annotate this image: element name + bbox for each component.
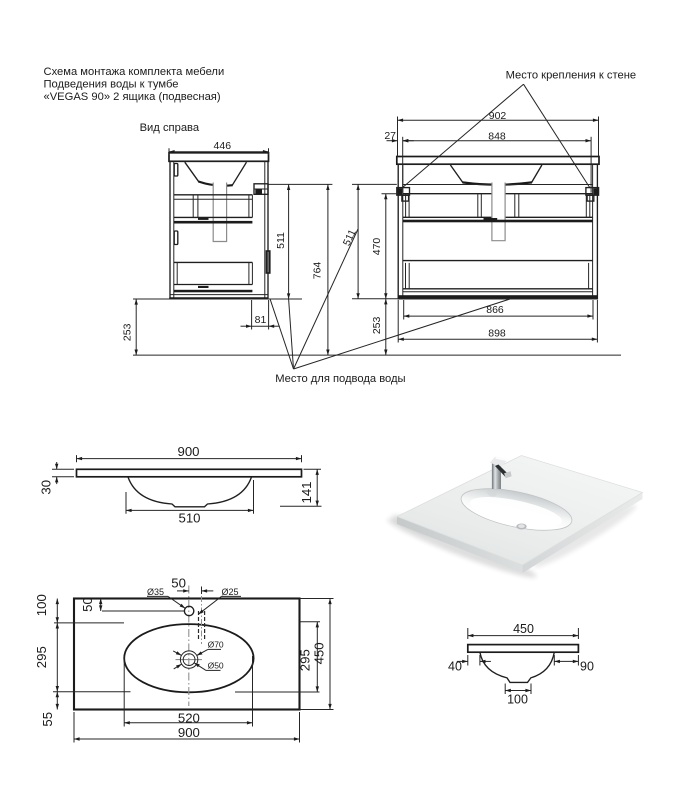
svg-text:898: 898: [488, 327, 506, 339]
svg-text:Ø70: Ø70: [208, 640, 224, 650]
svg-text:450: 450: [312, 642, 327, 664]
svg-text:141: 141: [299, 481, 314, 503]
svg-text:900: 900: [177, 444, 199, 459]
svg-text:Схема монтажа комплекта мебели: Схема монтажа комплекта мебели: [44, 66, 225, 78]
svg-text:100: 100: [34, 594, 49, 616]
svg-text:55: 55: [40, 712, 55, 727]
svg-text:900: 900: [178, 725, 200, 740]
svg-text:446: 446: [214, 140, 232, 152]
svg-text:450: 450: [513, 622, 534, 636]
svg-text:100: 100: [507, 693, 528, 707]
svg-text:764: 764: [311, 262, 323, 280]
svg-text:Ø50: Ø50: [208, 661, 224, 671]
svg-text:30: 30: [39, 480, 54, 495]
svg-text:253: 253: [121, 323, 133, 341]
svg-text:866: 866: [486, 304, 504, 316]
svg-text:520: 520: [178, 710, 200, 725]
svg-text:902: 902: [489, 110, 507, 122]
svg-text:Место крепления к стене: Место крепления к стене: [506, 70, 637, 82]
svg-text:90: 90: [580, 660, 594, 674]
svg-text:27: 27: [384, 130, 396, 142]
svg-text:«VEGAS 90» 2 ящика (подвесная): «VEGAS 90» 2 ящика (подвесная): [44, 91, 221, 103]
svg-text:50: 50: [80, 597, 95, 612]
svg-text:81: 81: [255, 314, 267, 326]
svg-text:Место для подвода воды: Место для подвода воды: [275, 373, 405, 385]
svg-text:40: 40: [448, 660, 462, 674]
svg-text:253: 253: [371, 316, 383, 334]
svg-text:510: 510: [178, 511, 200, 526]
svg-text:Ø25: Ø25: [222, 587, 239, 597]
svg-text:295: 295: [34, 646, 49, 668]
svg-text:295: 295: [297, 649, 312, 671]
svg-text:Подведения воды к тумбе: Подведения воды к тумбе: [44, 78, 179, 90]
svg-text:511: 511: [341, 227, 359, 247]
svg-text:848: 848: [488, 130, 506, 142]
svg-text:511: 511: [275, 232, 287, 249]
svg-text:50: 50: [171, 576, 186, 591]
svg-text:Ø35: Ø35: [147, 587, 164, 597]
svg-text:Вид справа: Вид справа: [140, 122, 200, 134]
svg-text:470: 470: [371, 238, 383, 256]
